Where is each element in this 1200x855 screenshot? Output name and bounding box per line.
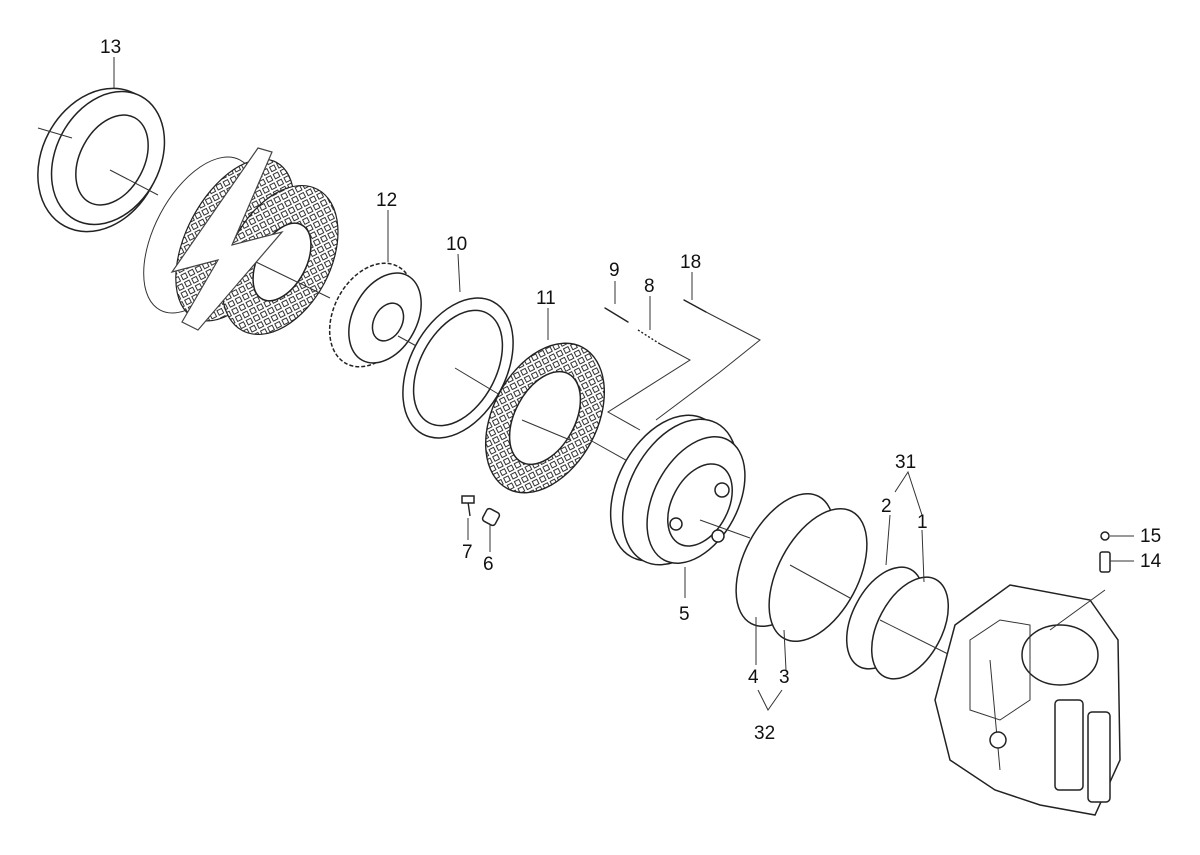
callout-13: 13 — [100, 37, 121, 58]
part-15-nut — [1100, 531, 1110, 541]
part-5-piston-housing — [609, 414, 751, 566]
callout-2: 2 — [881, 496, 892, 517]
callout-31: 31 — [895, 452, 916, 473]
part-14-fitting — [1099, 551, 1111, 573]
part-8-spring — [637, 329, 661, 345]
zigzag-break-icon — [170, 147, 284, 331]
callout-4: 4 — [748, 667, 759, 688]
callout-3: 3 — [779, 667, 790, 688]
part-18-pin — [683, 299, 707, 313]
callout-6: 6 — [483, 554, 494, 575]
part-10-plate — [402, 297, 514, 439]
part-7-screw — [461, 495, 475, 517]
disc-pack — [143, 156, 339, 336]
callout-1: 1 — [917, 512, 928, 533]
callout-12: 12 — [376, 190, 397, 211]
callout-32: 32 — [754, 723, 775, 744]
callout-11: 11 — [536, 288, 556, 309]
callout-14: 14 — [1140, 551, 1162, 572]
part-12-gear-hub — [328, 262, 422, 368]
part-13-ring — [37, 87, 166, 233]
callout-15: 15 — [1140, 526, 1161, 547]
callout-10: 10 — [446, 234, 467, 255]
housing — [934, 584, 1121, 816]
part-11-friction-disc — [484, 342, 641, 494]
callout-9: 9 — [609, 260, 620, 281]
callout-8: 8 — [644, 276, 655, 297]
part-2-1-rings — [845, 566, 951, 680]
part-4-3-rings — [735, 492, 868, 643]
callout-7: 7 — [462, 542, 473, 563]
callout-18: 18 — [680, 252, 701, 273]
part-6-bushing — [481, 507, 501, 527]
callout-5: 5 — [679, 604, 690, 625]
part-9-bolt — [604, 307, 629, 323]
